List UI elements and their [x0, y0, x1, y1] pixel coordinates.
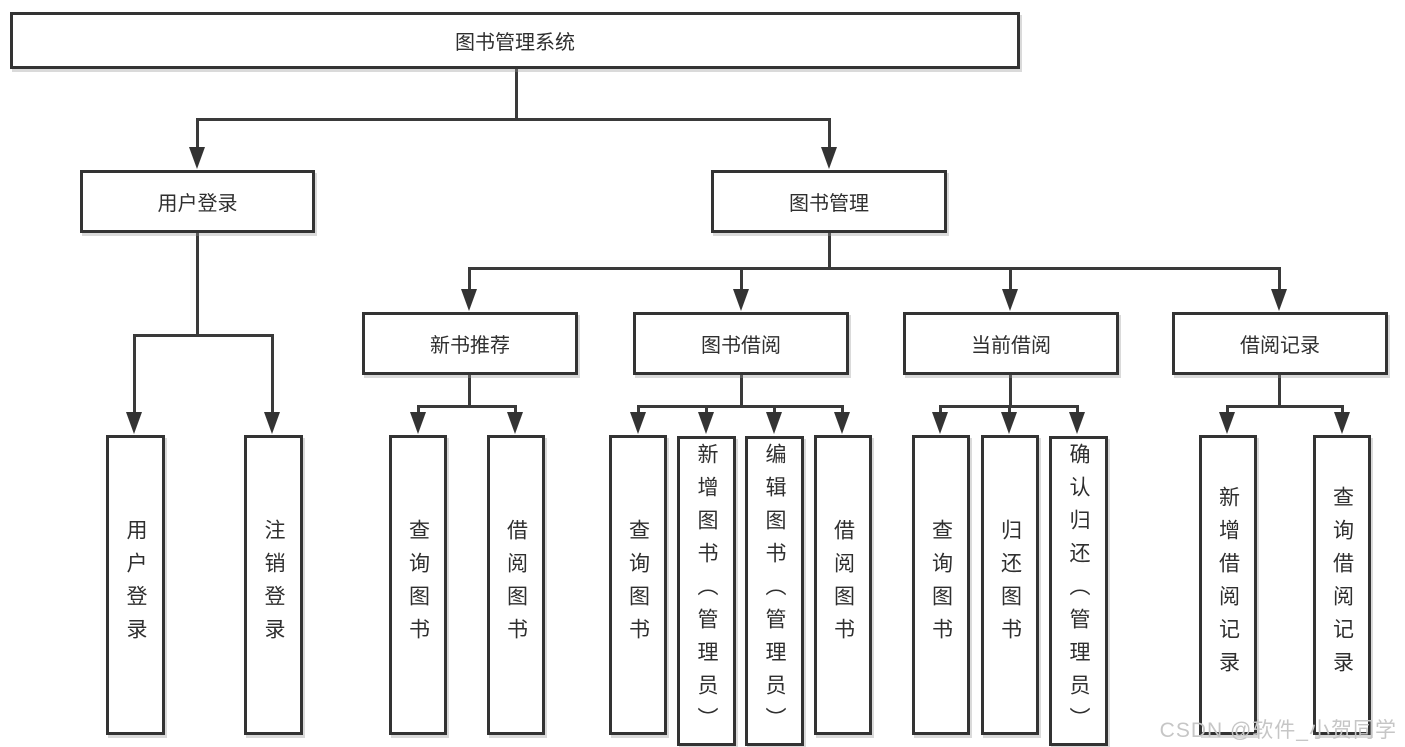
node-label: 查询借阅记录 [1330, 486, 1354, 684]
node-label: 新增借阅记录 [1216, 486, 1240, 684]
connector-user-login-stub [196, 233, 199, 337]
node-label: 借阅记录 [1240, 335, 1320, 357]
node-book-management: 图书管理 [711, 170, 947, 233]
arrow-down-icon [932, 412, 948, 434]
node-borrow-records: 借阅记录 [1172, 312, 1388, 375]
connector-leaf-drop [705, 405, 708, 417]
leaf-return-books: 归还图书 [981, 435, 1039, 735]
node-label: 归还图书 [998, 519, 1022, 651]
node-label: 新书推荐 [430, 335, 510, 357]
arrow-down-icon [834, 412, 850, 434]
connector-book-mgmt-bus [468, 267, 1281, 270]
connector-l3-drop [1278, 267, 1281, 292]
connector-user-login-bus [133, 334, 273, 337]
leaf-confirm-return-admin: 确认归还（管理员） [1049, 436, 1108, 746]
leaf-user-login: 用户登录 [106, 435, 165, 735]
node-label: 编辑图书（管理员） [763, 442, 786, 740]
connector-leaf-drop [939, 405, 942, 417]
node-user-login: 用户登录 [80, 170, 315, 233]
connector-root-bus [196, 118, 831, 121]
leaf-query-books-borrow: 查询图书 [609, 435, 667, 735]
arrow-down-icon [507, 412, 523, 434]
arrow-down-icon [1271, 289, 1287, 311]
leaf-edit-books-admin: 编辑图书（管理员） [745, 436, 804, 746]
connector-l3-drop [1009, 267, 1012, 292]
arrow-down-icon [1069, 412, 1085, 434]
connector-book-mgmt-stub [828, 233, 831, 269]
csdn-watermark: CSDN @软件_小贺同学 [1159, 719, 1397, 742]
arrow-down-icon [1002, 289, 1018, 311]
leaf-query-books-recommend: 查询图书 [389, 435, 447, 735]
node-label: 图书借阅 [701, 335, 781, 357]
node-label: 查询图书 [406, 519, 430, 651]
connector-user-login-drop [196, 118, 199, 152]
arrow-down-icon [264, 412, 280, 434]
node-label: 当前借阅 [971, 335, 1051, 357]
leaf-query-borrow-record: 查询借阅记录 [1313, 435, 1371, 735]
node-label: 图书管理系统 [455, 32, 575, 54]
arrow-down-icon [821, 147, 837, 169]
arrow-down-icon [766, 412, 782, 434]
node-library-management-system: 图书管理系统 [10, 12, 1020, 69]
connector-leaf-drop [133, 334, 136, 416]
node-label: 确认归还（管理员） [1067, 442, 1090, 740]
connector-leaf-drop [637, 405, 640, 417]
node-label: 借阅图书 [831, 519, 855, 651]
node-label: 查询图书 [626, 519, 650, 651]
leaf-query-books-current: 查询图书 [912, 435, 970, 735]
connector-leaf-drop [514, 405, 517, 417]
connector-l3-stub [740, 375, 743, 407]
connector-sub-bus [637, 405, 844, 408]
leaf-borrow-books-recommend: 借阅图书 [487, 435, 545, 735]
connector-leaf-drop [1008, 405, 1011, 417]
leaf-add-books-admin: 新增图书（管理员） [677, 436, 736, 746]
node-current-borrow: 当前借阅 [903, 312, 1119, 375]
arrow-down-icon [698, 412, 714, 434]
node-label: 用户登录 [124, 519, 147, 651]
node-label: 用户登录 [157, 193, 238, 215]
connector-sub-bus [417, 405, 517, 408]
arrow-down-icon [189, 147, 205, 169]
connector-leaf-drop [1076, 405, 1079, 417]
leaf-logout: 注销登录 [244, 435, 303, 735]
node-label: 借阅图书 [504, 519, 528, 651]
connector-leaf-drop [841, 405, 844, 417]
connector-leaf-drop [271, 334, 274, 416]
connector-l3-drop [468, 267, 471, 292]
arrow-down-icon [410, 412, 426, 434]
connector-book-mgmt-drop [828, 118, 831, 152]
arrow-down-icon [126, 412, 142, 434]
node-new-book-recommend: 新书推荐 [362, 312, 578, 375]
arrow-down-icon [733, 289, 749, 311]
node-label: 新增图书（管理员） [695, 442, 718, 740]
arrow-down-icon [461, 289, 477, 311]
connector-leaf-drop [1341, 405, 1344, 417]
leaf-add-borrow-record: 新增借阅记录 [1199, 435, 1257, 735]
connector-sub-bus [1226, 405, 1342, 408]
node-label: 图书管理 [789, 193, 869, 215]
connector-leaf-drop [773, 405, 776, 417]
node-label: 注销登录 [262, 519, 285, 651]
connector-root-stub [515, 69, 518, 120]
connector-leaf-drop [417, 405, 420, 417]
arrow-down-icon [1001, 412, 1017, 434]
connector-l3-drop [740, 267, 743, 292]
connector-l3-stub [1009, 375, 1012, 407]
arrow-down-icon [1334, 412, 1350, 434]
arrow-down-icon [1219, 412, 1235, 434]
connector-l3-stub [1278, 375, 1281, 407]
connector-l3-stub [468, 375, 471, 407]
connector-leaf-drop [1226, 405, 1229, 417]
node-book-borrow: 图书借阅 [633, 312, 849, 375]
node-label: 查询图书 [929, 519, 953, 651]
arrow-down-icon [630, 412, 646, 434]
leaf-borrow-books: 借阅图书 [814, 435, 872, 735]
